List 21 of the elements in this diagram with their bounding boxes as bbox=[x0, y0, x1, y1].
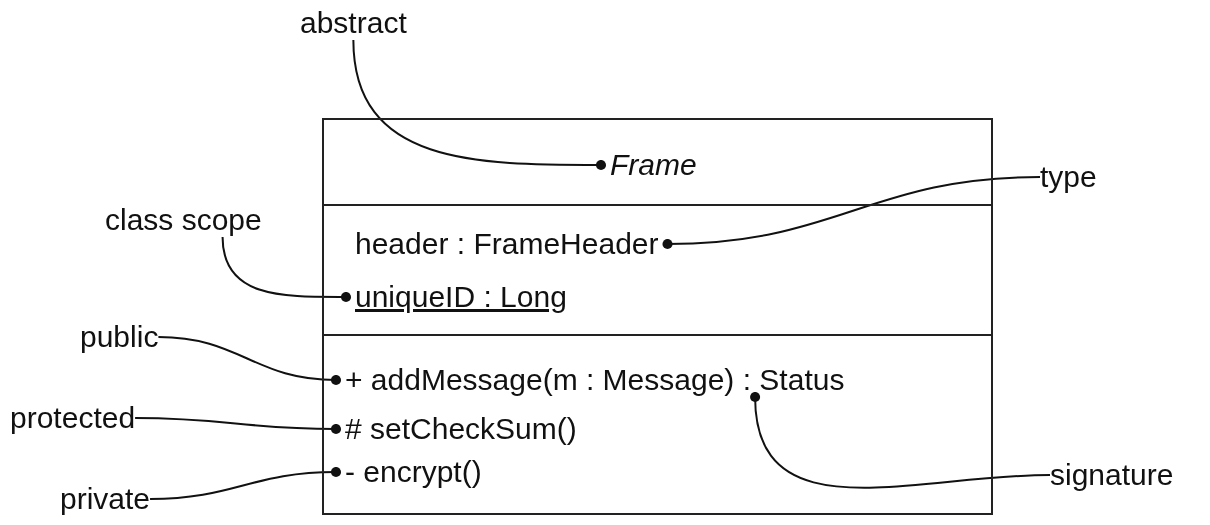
annotation-label: private bbox=[60, 482, 151, 516]
leader-line bbox=[221, 236, 352, 303]
leader-line bbox=[134, 417, 342, 435]
leader-line bbox=[750, 391, 1051, 489]
annotation-label: abstract bbox=[300, 6, 407, 40]
annotation-label: public bbox=[80, 320, 159, 354]
leader-line bbox=[662, 176, 1041, 250]
leader-line bbox=[157, 336, 342, 386]
leader-line bbox=[352, 39, 607, 171]
annotation-label: type bbox=[1040, 160, 1097, 194]
attribute-text: uniqueID : Long bbox=[346, 280, 576, 314]
annotation-label: class scope bbox=[105, 203, 262, 237]
annotation-label: signature bbox=[1050, 458, 1174, 492]
operation-text: # setCheckSum() bbox=[336, 412, 586, 446]
operation-text: + addMessage(m : Message) : Status bbox=[336, 363, 854, 397]
attribute-text: header : FrameHeader bbox=[346, 227, 668, 261]
class-box bbox=[322, 118, 993, 515]
annotation-label: protected bbox=[10, 401, 136, 435]
leader-line bbox=[149, 466, 342, 500]
class-name: Frame bbox=[601, 148, 706, 182]
operation-text: - encrypt() bbox=[336, 455, 491, 489]
